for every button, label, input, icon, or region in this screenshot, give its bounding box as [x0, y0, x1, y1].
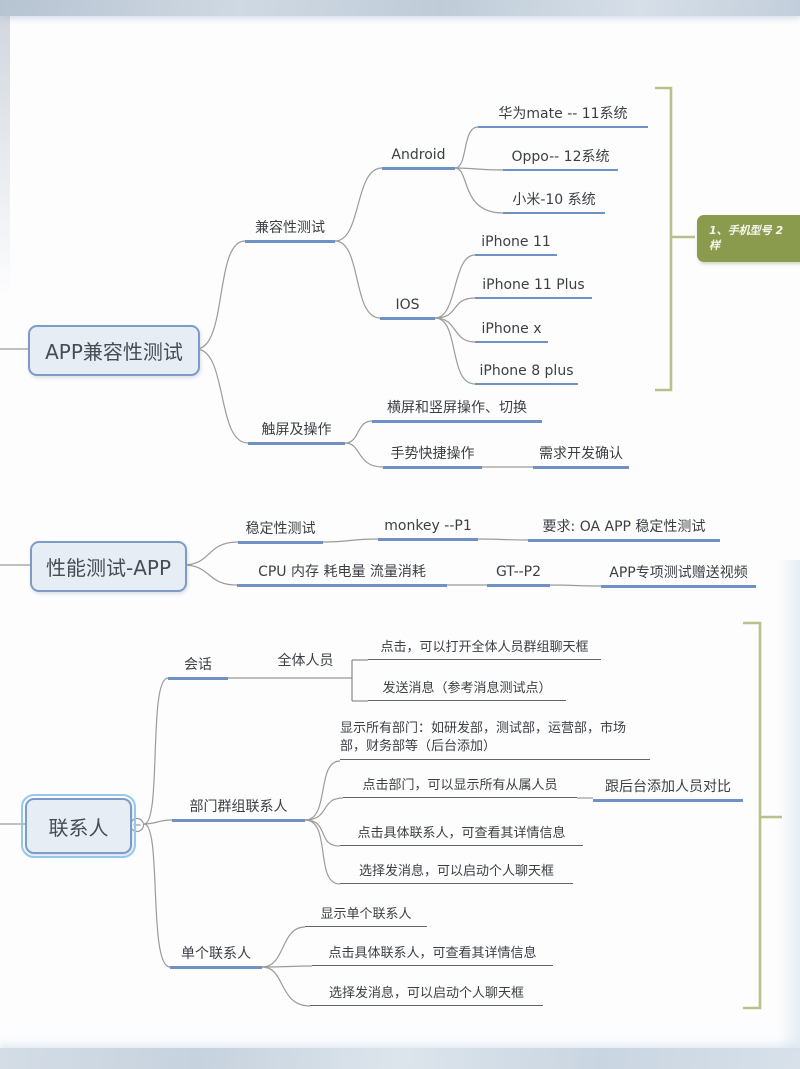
node-phone-huawei[interactable]: 华为mate -- 11系统	[478, 106, 648, 128]
node-iphone-11-plus[interactable]: iPhone 11 Plus	[475, 277, 592, 299]
summary-note-phone-models[interactable]: 1、手机型号 2 样	[697, 215, 800, 262]
node-app-compat-root[interactable]: APP兼容性测试	[28, 325, 200, 376]
node-ios[interactable]: IOS	[380, 297, 435, 320]
node-show-all-depts[interactable]: 显示所有部门：如研发部，测试部，运营部，市场部，财务部等（后台添加）	[340, 720, 650, 760]
node-send-msg-personal-chat[interactable]: 选择发消息，可以启动个人聊天框	[340, 863, 573, 884]
node-stability-test[interactable]: 稳定性测试	[238, 521, 323, 544]
node-click-contact-detail[interactable]: 点击具体联系人，可查看其详情信息	[340, 825, 583, 846]
node-android[interactable]: Android	[382, 147, 455, 170]
summary-bracket-phones	[655, 86, 695, 392]
summary-note-line2: 样	[709, 239, 720, 252]
node-phone-oppo[interactable]: Oppo-- 12系统	[503, 149, 618, 171]
node-send-message-ref[interactable]: 发送消息（参考消息测试点）	[368, 680, 566, 701]
node-compat-test[interactable]: 兼容性测试	[245, 220, 335, 243]
node-gt-p2[interactable]: GT--P2	[487, 564, 550, 587]
node-monkey-p1[interactable]: monkey --P1	[378, 518, 478, 541]
node-perf-root[interactable]: 性能测试-APP	[30, 541, 187, 592]
collapse-handle[interactable]	[129, 817, 145, 833]
node-phone-xiaomi[interactable]: 小米-10 系统	[503, 192, 605, 214]
node-oa-app-requirement[interactable]: 要求: OA APP 稳定性测试	[528, 519, 720, 542]
node-single-contact[interactable]: 单个联系人	[170, 946, 262, 969]
texture-strip-bottom	[0, 1048, 800, 1069]
texture-strip-right	[778, 560, 800, 1050]
node-bonus-video[interactable]: APP专项测试赠送视频	[601, 565, 756, 588]
node-single-send-msg[interactable]: 选择发消息，可以启动个人聊天框	[310, 985, 543, 1006]
node-dept-group-contacts[interactable]: 部门群组联系人	[172, 799, 305, 822]
node-open-group-chat[interactable]: 点击，可以打开全体人员群组聊天框	[368, 639, 601, 660]
node-session[interactable]: 会话	[168, 657, 228, 680]
node-landscape-portrait[interactable]: 横屏和竖屏操作、切换	[372, 400, 542, 423]
node-click-dept-members[interactable]: 点击部门，可以显示所有从属人员	[343, 777, 577, 798]
texture-strip-left	[0, 16, 10, 346]
node-all-members[interactable]: 全体人员	[277, 653, 334, 669]
node-iphone-x[interactable]: iPhone x	[475, 321, 548, 343]
branch-connectors	[0, 126, 602, 1007]
texture-strip-top	[0, 0, 800, 16]
node-iphone-11[interactable]: iPhone 11	[475, 234, 557, 256]
node-resource-metrics[interactable]: CPU 内存 耗电量 流量消耗	[237, 564, 447, 587]
node-touch-ops[interactable]: 触屏及操作	[248, 422, 345, 445]
node-iphone-8-plus[interactable]: iPhone 8 plus	[475, 363, 578, 385]
node-contacts-root[interactable]: 联系人	[21, 794, 136, 858]
node-gesture-shortcut[interactable]: 手势快捷操作	[383, 446, 482, 469]
node-requirement-confirm[interactable]: 需求开发确认	[533, 446, 629, 469]
summary-bracket-contacts	[743, 621, 782, 1010]
node-compare-backend[interactable]: 跟后台添加人员对比	[593, 779, 743, 802]
group-bracket-lines	[228, 659, 368, 702]
node-single-click-detail[interactable]: 点击具体联系人，可查看其详情信息	[312, 945, 553, 966]
summary-note-line1: 1、手机型号 2	[709, 224, 784, 237]
node-show-single-contact[interactable]: 显示单个联系人	[305, 906, 427, 927]
